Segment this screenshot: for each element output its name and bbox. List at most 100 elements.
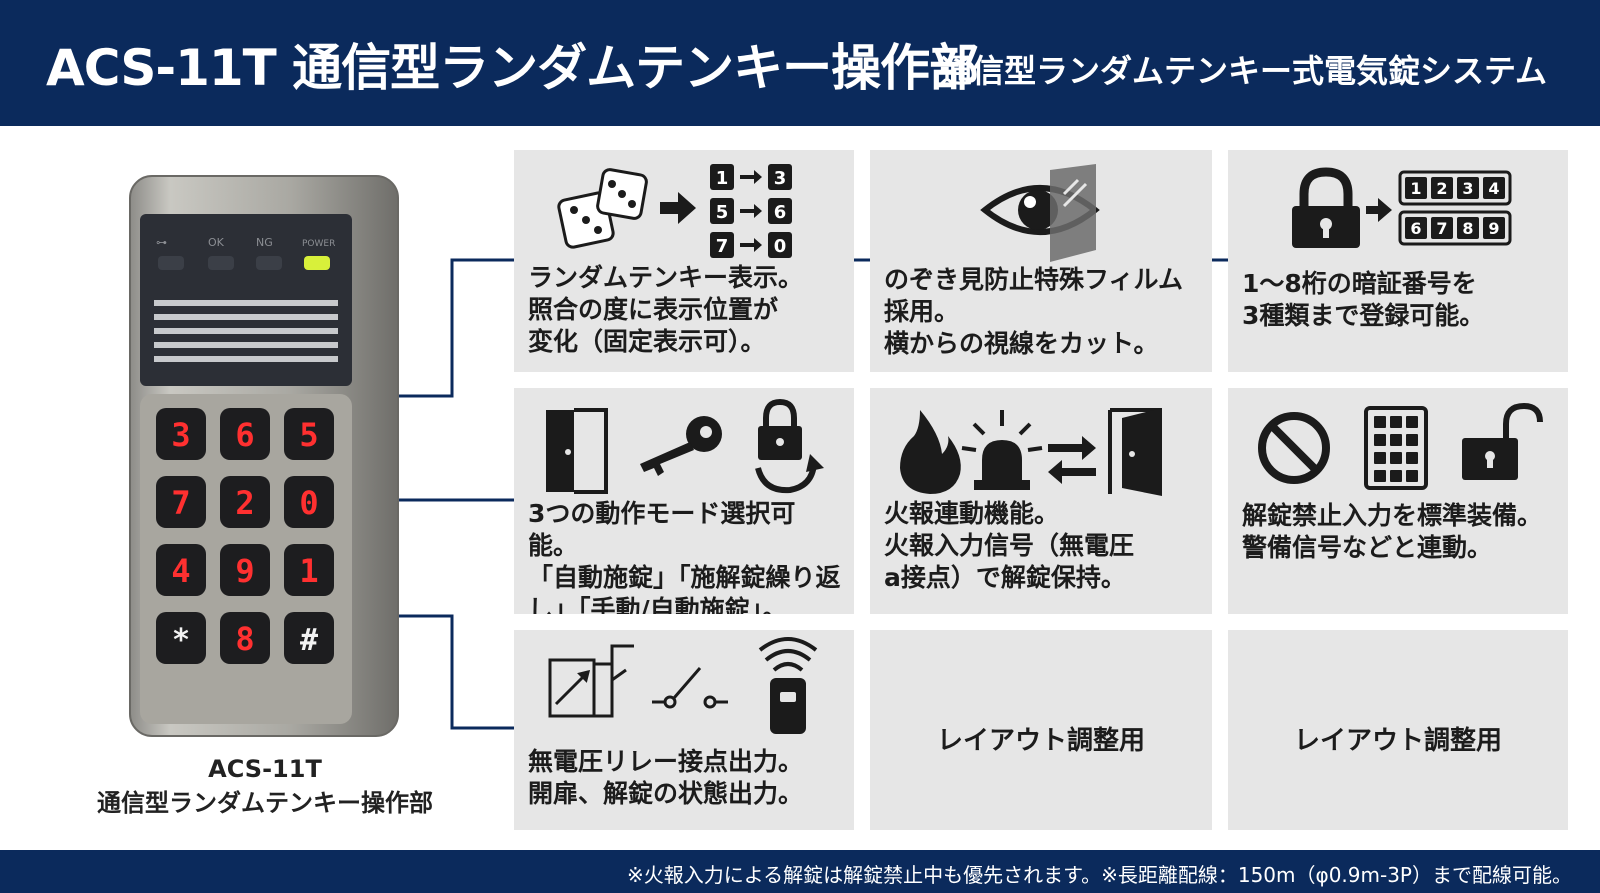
keypad-key[interactable]: 2 — [220, 476, 270, 528]
keypad-key-label: 6 — [235, 416, 254, 454]
mini-key — [1406, 416, 1418, 428]
keypad-key-label: # — [300, 623, 318, 658]
keypad-key-label: * — [172, 623, 190, 658]
arrow-right-icon — [660, 192, 696, 224]
keypad-key[interactable]: * — [156, 612, 206, 664]
pin-digit: 9 — [1483, 217, 1505, 239]
device-caption: ACS-11T 通信型ランダムテンキー操作部 — [60, 752, 470, 820]
feature-icons — [900, 408, 1162, 496]
key-icon — [640, 416, 722, 476]
mini-key — [1406, 434, 1418, 446]
pin-digit: 2 — [1431, 177, 1453, 199]
arrow-right-icon — [740, 238, 762, 252]
mini-key — [1374, 434, 1386, 446]
keypad-key[interactable]: 4 — [156, 544, 206, 596]
keypad-key[interactable]: 1 — [284, 544, 334, 596]
device-name: 通信型ランダムテンキー操作部 — [97, 789, 433, 817]
feature-icons — [980, 164, 1100, 262]
pin-digit: 4 — [1483, 177, 1505, 199]
swap-from-digit: 1 — [716, 168, 729, 189]
keypad-key[interactable]: 5 — [284, 408, 334, 460]
feature-icons — [546, 398, 824, 494]
feature-layout-placeholder-1: レイアウト調整用 — [870, 630, 1212, 830]
feature-text: 無電圧リレー接点出力。 開扉、解錠の状態出力。 — [528, 747, 804, 808]
keypad-key[interactable]: 0 — [284, 476, 334, 528]
pin-digit-label: 7 — [1436, 219, 1447, 238]
keypad-key[interactable]: 6 — [220, 408, 270, 460]
pin-digit-label: 1 — [1410, 179, 1421, 198]
keypad-key-label: 0 — [299, 484, 318, 522]
mini-key — [1374, 452, 1386, 464]
power-led — [304, 256, 330, 270]
swap-to-digit: 3 — [774, 168, 787, 189]
mini-key — [1390, 452, 1402, 464]
keypad-key[interactable]: 7 — [156, 476, 206, 528]
mini-key — [1406, 470, 1418, 482]
mini-key — [1390, 416, 1402, 428]
placeholder-text: レイアウト調整用 — [1293, 726, 1502, 756]
pin-digit: 3 — [1457, 177, 1479, 199]
pin-digit-label: 9 — [1488, 219, 1499, 238]
arrow-right-icon — [740, 204, 762, 218]
feature-relay-output: 無電圧リレー接点出力。 開扉、解錠の状態出力。 — [514, 630, 854, 830]
feature-text: 1〜8桁の暗証番号を 3種類まで登録可能。 — [1242, 269, 1485, 330]
prohibit-icon — [1258, 412, 1330, 484]
open-door-icon — [1108, 408, 1162, 496]
page-subtitle: 通信型ランダムテンキー式電気錠システム — [940, 52, 1548, 90]
arrow-right-icon — [1366, 198, 1392, 222]
keypad-key-label: 3 — [171, 416, 190, 454]
keypad-key[interactable]: 3 — [156, 408, 206, 460]
feature-fire-alarm-link: 火報連動機能。 火報入力信号（無電圧 a接点）で解錠保持。 — [870, 388, 1212, 614]
indicator-ok-label: OK — [208, 236, 225, 249]
relay-icon — [548, 644, 634, 718]
keypad-key-label: 5 — [299, 416, 318, 454]
keypad-key[interactable]: 9 — [220, 544, 270, 596]
feature-text: のぞき見防止特殊フィルム 採用。 横からの視線をカット。 — [884, 265, 1184, 358]
swap-from-digit: 5 — [716, 202, 729, 223]
pin-digit: 8 — [1457, 217, 1479, 239]
padlock-icon — [1292, 167, 1360, 248]
placeholder-text: レイアウト調整用 — [936, 726, 1145, 756]
feature-text: 解錠禁止入力を標準装備。 警備信号などと連動。 — [1242, 501, 1543, 562]
exchange-arrows-icon — [1048, 436, 1096, 484]
pin-digit-label: 3 — [1462, 179, 1473, 198]
mini-key — [1406, 452, 1418, 464]
indicator-power-label: POWER — [302, 239, 335, 249]
alarm-light-icon — [961, 410, 1043, 490]
footer-note: ※火報入力による解錠は解錠禁止中も優先されます。※長距離配線：150m（φ0.9… — [626, 863, 1572, 887]
mini-key — [1390, 434, 1402, 446]
key-indicator-icon: ⊶ — [156, 236, 167, 249]
feature-icons — [1258, 402, 1543, 490]
pin-digit-label: 2 — [1436, 179, 1447, 198]
unlock-icon — [1462, 402, 1543, 480]
switch-icon — [652, 667, 728, 709]
keypad-key[interactable]: # — [284, 612, 334, 664]
keypad-key-label: 2 — [235, 484, 254, 522]
device-model: ACS-11T — [208, 755, 322, 783]
keypad-key-label: 9 — [235, 552, 254, 590]
feature-operation-modes: 3つの動作モード選択可能。 「自動施錠」「施解錠繰り返 し」「手動/自動施錠」。 — [514, 388, 854, 614]
keypad-key[interactable]: 8 — [220, 612, 270, 664]
keypad-icon — [1364, 406, 1428, 490]
feature-privacy-film: のぞき見防止特殊フィルム 採用。 横からの視線をカット。 — [870, 150, 1212, 372]
swap-to-digit: 0 — [774, 236, 787, 257]
feature-layout-placeholder-2: レイアウト調整用 — [1228, 630, 1568, 830]
page-title: ACS-11T 通信型ランダムテンキー操作部 — [46, 39, 979, 97]
pin-digit: 7 — [1431, 217, 1453, 239]
footer-bar: ※火報入力による解錠は解錠禁止中も優先されます。※長距離配線：150m（φ0.9… — [0, 850, 1600, 893]
wireless-icon — [758, 637, 818, 734]
swap-from-digit: 7 — [716, 236, 729, 257]
feature-text: ランダムテンキー表示。 照合の度に表示位置が 変化（固定表示可）。 — [528, 263, 804, 356]
pin-digit-label: 6 — [1410, 219, 1421, 238]
dice-icon — [557, 168, 648, 249]
keypad-key-label: 8 — [235, 620, 254, 658]
pin-digit-label: 4 — [1488, 179, 1499, 198]
lock-cycle-icon — [755, 398, 824, 494]
